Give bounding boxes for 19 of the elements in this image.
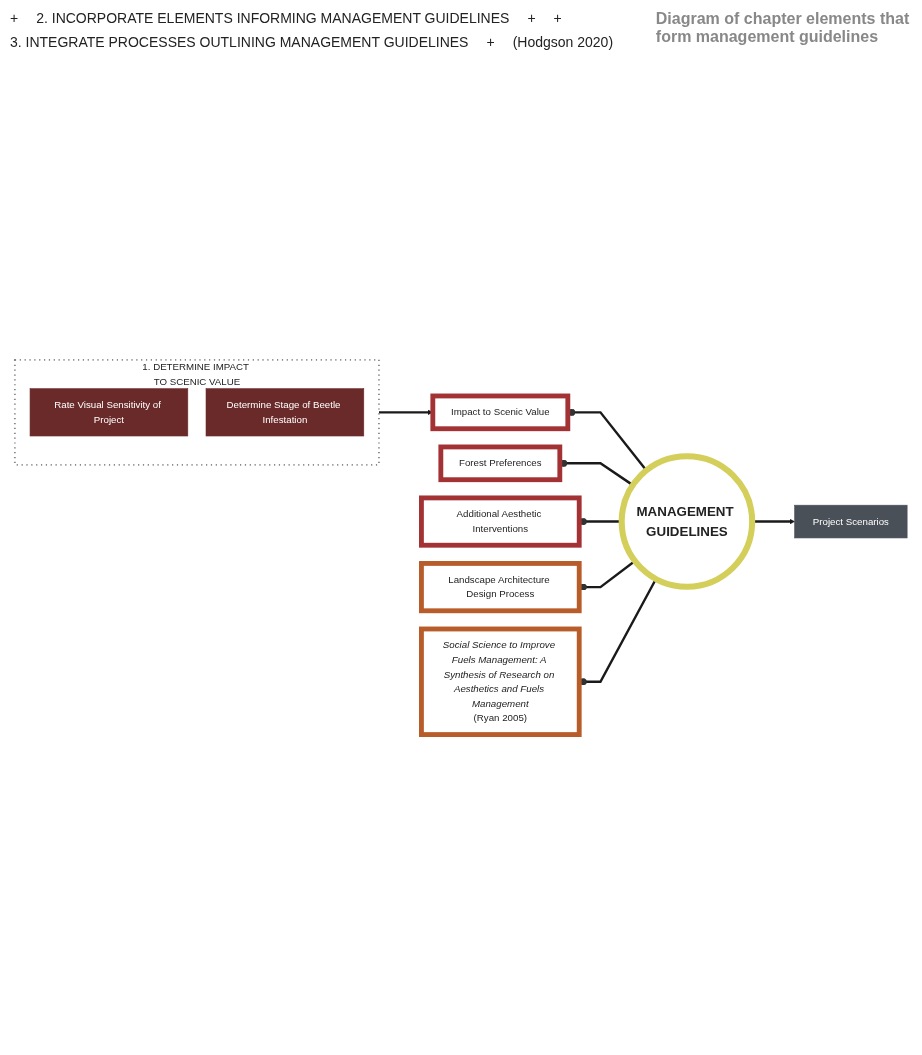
connector <box>579 518 622 526</box>
note-text: 2. INCORPORATE ELEMENTS INFORMING MANAGEMENT GUIDELINES <box>36 10 510 26</box>
arrow <box>752 519 795 525</box>
node-box: Impact to Scenic Value <box>430 393 571 432</box>
node-box: Determine Stage of Beetle Infestation <box>205 388 365 437</box>
note-text: + <box>527 10 536 26</box>
node-box: Project Scenarios <box>794 505 908 539</box>
node-box: Additional Aesthetic Interventions <box>419 495 582 548</box>
note-text: (Hodgson 2020) <box>512 34 614 50</box>
node-circle: MANAGEMENT GUIDELINES <box>618 453 756 591</box>
node-box: Rate Visual Sensitivity of Project <box>29 388 189 437</box>
note-text: 3. INTEGRATE PROCESSES OUTLINING MANAGEMENT GUIDELINES <box>10 34 469 50</box>
note-text: + <box>486 34 495 50</box>
node-box: Landscape Architecture Design Process <box>419 561 582 614</box>
node-box: Forest Preferences <box>438 444 563 483</box>
note-text: + <box>553 10 562 26</box>
note-text: + <box>10 10 19 26</box>
node-box: Social Science to Improve Fuels Management: A Synthesis of Research on Aesthetics and Fuels Management (Ryan 2005) <box>419 626 582 738</box>
caption: Diagram of chapter elements that form management guidelines <box>655 10 911 46</box>
